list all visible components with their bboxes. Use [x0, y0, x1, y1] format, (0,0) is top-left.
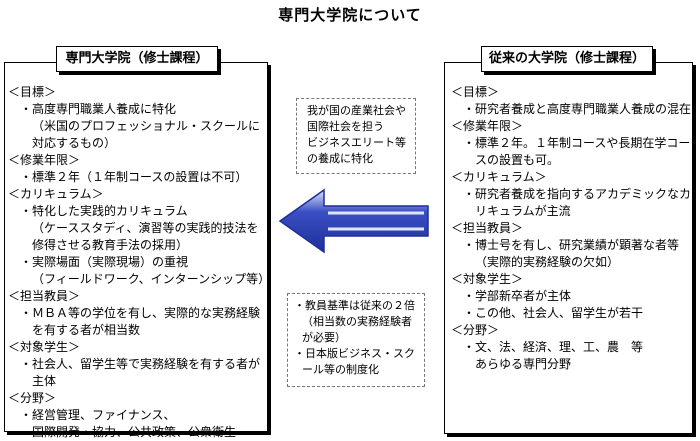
left-bullet-item: ・特化した実践的カリキュラム: [20, 204, 188, 218]
left-section-heading: ＜修業年限＞: [8, 153, 81, 167]
left-section-heading: ＜担当教員＞: [8, 289, 81, 303]
middle-bottom-line: （相当数の実務経験者: [302, 315, 412, 328]
middle-top-line: ビジネスエリート等: [307, 136, 406, 149]
specialized-graduate-school-header: 専門大学院（修士課程）: [56, 46, 218, 72]
left-section-heading: ＜対象学生＞: [8, 340, 81, 354]
left-bullet-continuation: （米国のプロフェッショナル・スクールに: [32, 119, 261, 133]
left-bullet-item: ・標準２年（１年制コースの設置は不可）: [20, 170, 248, 184]
middle-bottom-line: が必要）: [302, 331, 346, 344]
left-bullet-continuation: 修得させる教育手法の採用）: [32, 238, 189, 252]
middle-top-line: 我が国の産業社会や: [307, 104, 406, 117]
right-bullet-item: ・博士号を有し、研究業績が顕著な者等: [463, 238, 680, 252]
right-bullet-continuation: （実際的実務経験の欠如）: [475, 255, 620, 269]
middle-bottom-line: ・教員基準は従来の２倍: [294, 299, 415, 312]
right-bullet-item: ・この他、社会人、留学生が若干: [463, 306, 644, 320]
left-section-heading: ＜カリキュラム＞: [8, 187, 104, 201]
middle-top-line: の養成に特化: [307, 152, 373, 165]
left-section-heading: ＜分野＞: [8, 391, 57, 405]
right-section-heading: ＜担当教員＞: [451, 221, 524, 235]
right-section-heading: ＜目標＞: [451, 85, 500, 99]
specialized-graduate-school-content: ＜目標＞ ・高度専門職業人養成に特化 （米国のプロフェッショナル・スクールに対応する…: [8, 84, 270, 441]
conventional-graduate-school-content: ＜目標＞ ・研究者養成と高度専門職業人養成の混在 ＜修業年限＞ ・標準２年。１年制コー…: [451, 84, 691, 373]
right-section-heading: ＜分野＞: [451, 323, 500, 337]
right-bullet-item: ・研究者養成を指向するアカデミックなカ: [463, 187, 692, 201]
page-title: 専門大学院について: [278, 6, 422, 24]
right-bullet-continuation: スの設置も可。: [475, 153, 560, 167]
right-bullet-item: ・文、法、経済、理、工、農 等: [463, 340, 644, 354]
left-bullet-item: ・ＭＢＡ等の学位を有し、実際的な実務経験: [20, 306, 261, 320]
left-bullet-item: ・社会人、留学生等で実務経験を有する者が: [20, 357, 261, 371]
middle-top-line: 国際社会を担う: [307, 120, 384, 133]
left-bullet-item: ・実際場面（実際現場）の重視: [20, 255, 189, 269]
left-bullet-continuation: （ケーススタディ、演習等の実践的技法を: [32, 221, 259, 235]
right-bullet-continuation: リキュラムが主流: [475, 204, 571, 218]
arrow-shape: [278, 188, 429, 254]
middle-bottom-line: ・日本版ビジネス・スク: [294, 347, 415, 360]
left-arrow-icon: [278, 188, 429, 254]
conventional-graduate-school-header: 従来の大学院（修士課程）: [481, 46, 653, 72]
left-bullet-continuation: 対応するもの）: [32, 136, 117, 150]
left-bullet-item: ・高度専門職業人養成に特化: [20, 102, 177, 116]
left-bullet-continuation: を有する者が相当数: [32, 323, 141, 337]
right-section-heading: ＜対象学生＞: [451, 272, 524, 286]
right-bullet-item: ・研究者養成と高度専門職業人養成の混在: [463, 102, 692, 116]
right-section-heading: ＜修業年限＞: [451, 119, 524, 133]
conventional-graduate-school-panel: [444, 62, 693, 434]
middle-bottom-line: ール等の制度化: [302, 363, 379, 376]
right-bullet-continuation: あらゆる専門分野: [475, 357, 572, 371]
left-bullet-continuation: 主体: [32, 374, 57, 388]
left-section-heading: ＜目標＞: [8, 85, 57, 99]
right-bullet-item: ・標準２年。１年制コースや長期在学コー: [463, 136, 691, 150]
specialized-graduate-school-panel: [4, 62, 268, 432]
left-bullet-continuation: （フィールドワーク、インターンシップ等）: [32, 272, 271, 286]
middle-top-note: 我が国の産業社会や 国際社会を担う ビジネスエリート等 の養成に特化: [296, 98, 416, 174]
left-bullet-item: ・経営管理、ファイナンス、: [20, 408, 176, 422]
right-bullet-item: ・学部新卒者が主体: [463, 289, 572, 303]
middle-bottom-note: ・教員基準は従来の２倍 （相当数の実務経験者 が必要） ・日本版ビジネス・スク …: [287, 293, 425, 387]
left-bullet-continuation: 国際開発・協力、公共政策、公衆衛生: [32, 425, 237, 439]
right-section-heading: ＜カリキュラム＞: [451, 170, 547, 184]
